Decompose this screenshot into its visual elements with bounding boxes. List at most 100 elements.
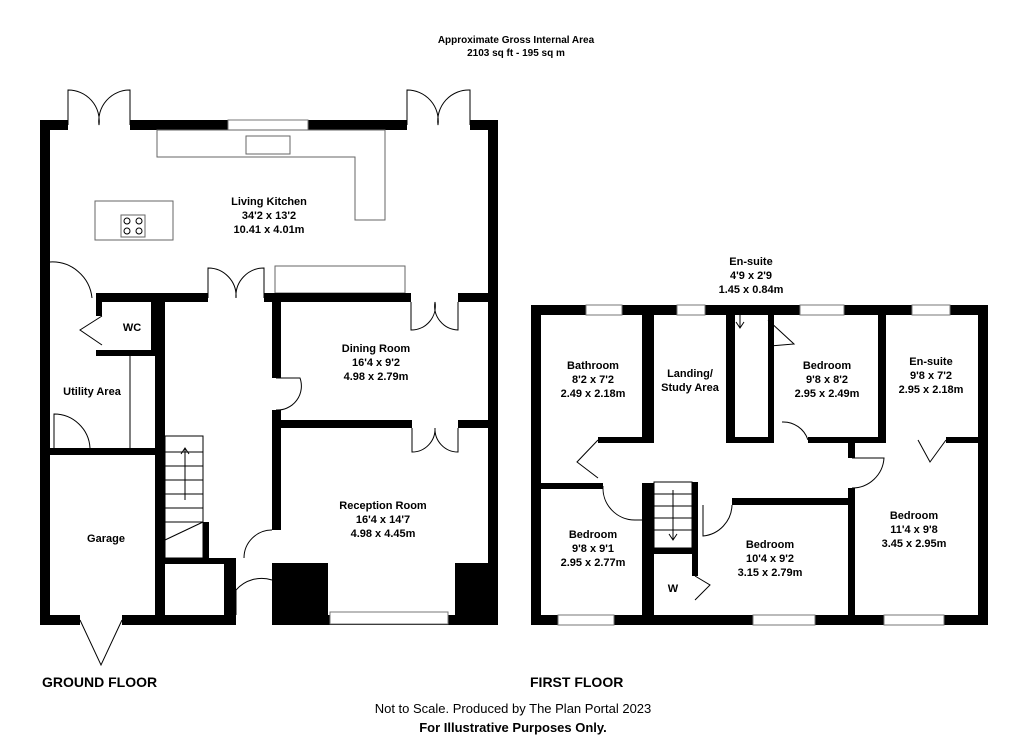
gf-dining-name: Dining Room [342,343,411,355]
ff-door-ensuite-right [917,439,947,463]
ff-door-bedroom-mid [781,421,809,441]
ff-landing-line2: Study Area [661,382,720,394]
gf-living-kitchen-metric: 10.41 x 4.01m [234,224,305,236]
ff-bedroom-left-metric: 2.95 x 2.77m [561,557,626,569]
ff-wall-bedroom-right-top [848,443,855,458]
ff-ensuite-top-name: En-suite [729,256,772,268]
ff-window-bedroom-right [883,614,945,626]
gf-living-kitchen-imperial: 34'2 x 13'2 [242,210,296,222]
ff-wall-ensuite-top-bottom [726,437,774,443]
ff-wall-ensuite-top-left [726,315,735,441]
gf-wall-top-left [40,120,68,130]
ff-door-bedroom-center [702,504,733,537]
gf-wall-kitchen-left [96,293,208,302]
gf-door-utility-garage [53,413,91,449]
ff-wall-bedroom-left-top [541,483,603,489]
gf-wall-kitchen-right [264,293,411,302]
gf-garage-door [79,619,123,667]
ff-bedroom-left-name: Bedroom [569,529,618,541]
footer-illustrative: For Illustrative Purposes Only. [419,720,607,735]
ff-door-bedroom-right [851,457,885,489]
ff-wall-ensuite-top-right [768,315,774,441]
gf-wall-hall-right-upper [272,302,281,378]
gf-wall-wc-bottom [96,350,157,356]
gf-french-door-left [67,89,131,126]
ff-wall-top [531,305,988,315]
ff-window-bedroom-left [557,614,615,626]
area-title: Approximate Gross Internal Area [438,35,595,46]
gf-wall-top-right [470,120,498,130]
gf-door-wc [79,315,103,346]
gf-reception-imperial: 16'4 x 14'7 [356,514,410,526]
ff-wall-bathroom-bottom [598,437,654,443]
footer-disclaimer: Not to Scale. Produced by The Plan Porta… [375,701,652,716]
ff-staircase [653,481,693,549]
ff-door-wardrobe [694,575,711,601]
ff-bedroom-center-name: Bedroom [746,539,795,551]
ff-bedroom-center-metric: 3.15 x 2.79m [738,567,803,579]
ff-window-ensuite-right [911,304,951,316]
ff-bedroom-center-imperial: 10'4 x 9'2 [746,553,794,565]
gf-dining-imperial: 16'4 x 9'2 [352,357,400,369]
gf-kitchen-unit [274,265,406,294]
ff-wall-ensuite-right-bottom [946,437,978,443]
ff-ensuite-right-metric: 2.95 x 2.18m [899,384,964,396]
ff-door-ensuite-top [767,319,796,347]
ff-bedroom-mid-imperial: 9'8 x 8'2 [806,374,848,386]
ff-ensuite-top-imperial: 4'9 x 2'9 [730,270,772,282]
gf-door-dining-reception [411,427,459,453]
gf-reception-pier-right [455,563,498,625]
ff-bedroom-right-imperial: 11'4 x 9'8 [890,524,937,536]
ff-wall-ensuite-right-left [878,315,886,443]
ff-window-bathroom [585,304,623,316]
gf-living-kitchen-name: Living Kitchen [231,196,307,208]
ff-bathroom-metric: 2.49 x 2.18m [561,388,626,400]
ff-wall-bathroom-right [642,315,654,443]
gf-wall-bottom-hall [155,615,235,625]
gf-door-kitchen-hall [207,267,265,299]
ff-ensuite-top-metric: 1.45 x 0.84m [719,284,784,296]
ff-bedroom-mid-metric: 2.95 x 2.49m [795,388,860,400]
gf-dining-metric: 4.98 x 2.79m [344,371,409,383]
gf-staircase [164,435,204,559]
ff-window-bedroom-center [752,614,816,626]
gf-wc-name: WC [123,322,141,334]
ff-wall-stair-bottom [654,548,698,554]
ff-door-bedroom-left [602,485,642,521]
ff-bedroom-left-imperial: 9'8 x 9'1 [572,543,614,555]
gf-front-door [235,577,273,615]
gf-wall-bottom-garage-l [40,615,80,625]
area-value: 2103 sq ft - 195 sq m [467,48,565,59]
gf-french-door-right [406,89,471,126]
gf-door-hall-reception [243,529,273,559]
gf-wall-right [488,120,498,625]
ground-floor-label: GROUND FLOOR [42,674,157,690]
gf-garage-name: Garage [87,533,125,545]
ground-floor-plan [40,89,498,667]
gf-door-hall-dining [275,377,302,411]
gf-window-kitchen [227,119,309,131]
ff-wall-wardrobe-right [692,548,698,576]
gf-wall-left [40,120,50,625]
ff-wall-bedroom-mid-bottom [808,437,884,443]
gf-reception-pier-left [272,563,328,625]
ff-bathroom-imperial: 8'2 x 7'2 [572,374,614,386]
ff-wall-right [978,305,988,625]
ff-wall-bedroom-right-left [848,488,855,615]
gf-wall-bottom-garage-r [122,615,165,625]
ff-ensuite-right-imperial: 9'8 x 7'2 [910,370,952,382]
ff-wardrobe-name: W [668,583,679,595]
ff-bedroom-mid-name: Bedroom [803,360,852,372]
gf-reception-metric: 4.98 x 4.45m [351,528,416,540]
ff-bathroom-name: Bathroom [567,360,619,372]
gf-wall-wc-right [151,302,157,356]
gf-wall-utility-garage [50,448,155,455]
gf-wall-front-door-l [224,558,236,625]
gf-door-kitchen-utility [49,261,93,299]
ff-ensuite-right-name: En-suite [909,356,952,368]
gf-kitchen-counter [156,129,386,221]
ff-bedroom-right-name: Bedroom [890,510,939,522]
gf-wall-wc-left [96,302,102,316]
ff-window-bedroom-mid [799,304,845,316]
